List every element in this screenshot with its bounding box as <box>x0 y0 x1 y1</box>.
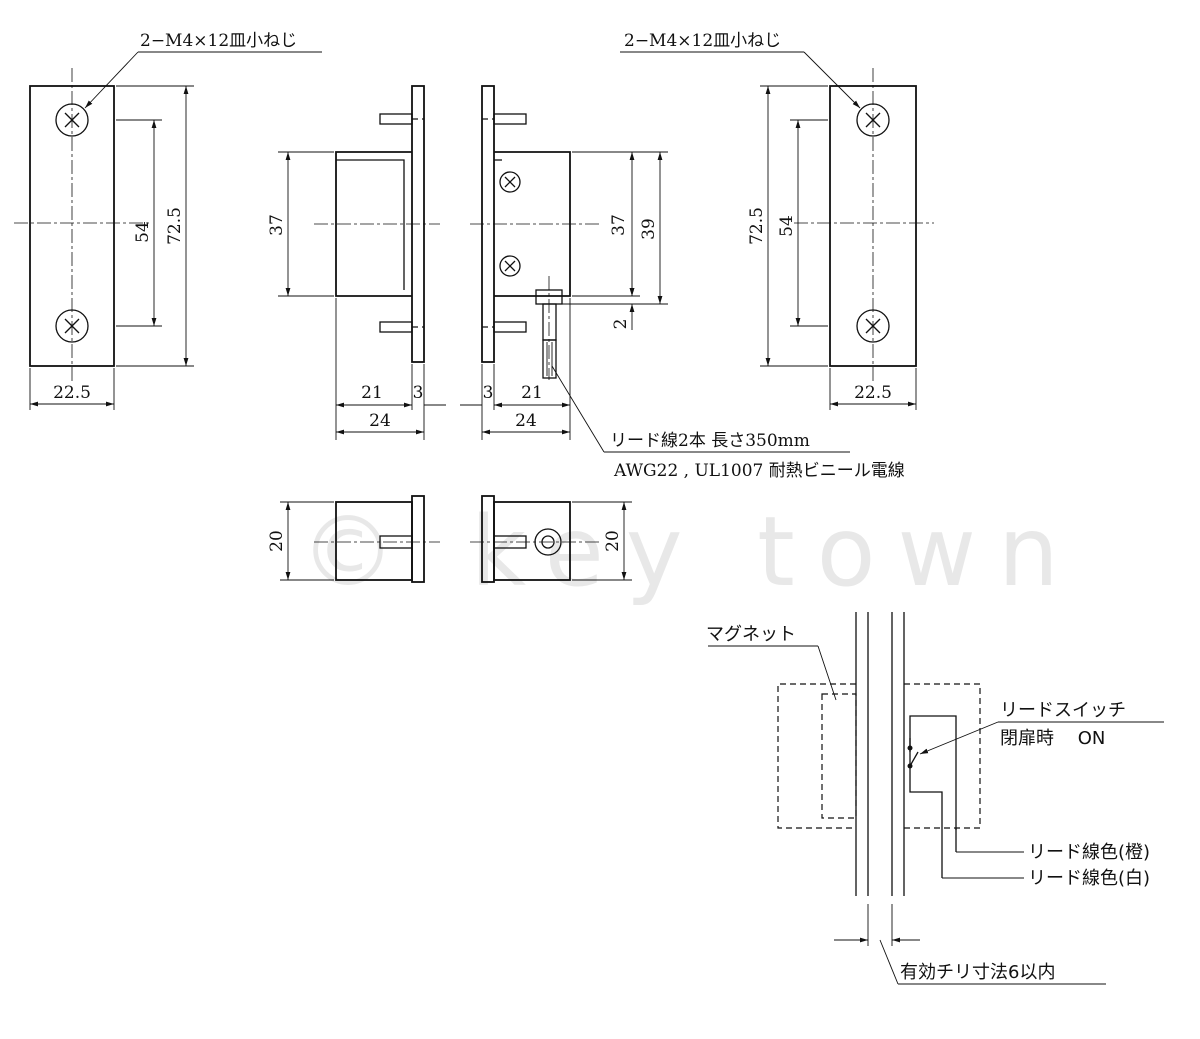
screw-icon <box>55 103 89 137</box>
watermark: © key town <box>300 496 1081 608</box>
dim-right-total-depth: 24 <box>515 411 537 431</box>
reed-switch-leader <box>919 721 1164 755</box>
left-top-dims <box>280 501 334 581</box>
lead-wire-leader <box>551 365 850 453</box>
gap-dimension <box>834 904 1106 985</box>
dim-right-body-depth: 21 <box>521 383 543 403</box>
dim-left-body-depth: 21 <box>361 383 383 403</box>
screw-icon <box>55 309 89 343</box>
lead-wire-label-1: リード線2本 長さ350mm <box>610 431 810 451</box>
dim-left-length: 72.5 <box>165 207 185 245</box>
right-top-dims <box>572 501 632 581</box>
dim-left-flange: 3 <box>413 383 424 403</box>
wire-orange-label: リード線色(橙) <box>1028 842 1150 863</box>
right-body-top-view <box>470 495 600 583</box>
dim-left-body-height: 37 <box>267 214 287 236</box>
lead-wire-label-2: AWG22 , UL1007 耐熱ビニール電線 <box>613 461 905 481</box>
right-body-side-view <box>470 85 600 380</box>
reed-switch-label-2: 閉扉時 ON <box>1000 728 1105 749</box>
wire-white-label: リード線色(白) <box>1028 868 1150 889</box>
dim-left-total-depth: 24 <box>369 411 391 431</box>
dim-right-body-height: 37 <box>609 214 629 236</box>
dim-left-width: 22.5 <box>53 383 91 403</box>
lead-wire-exit <box>535 276 563 380</box>
magnet-leader <box>708 645 837 701</box>
dim-right-flange: 3 <box>483 383 494 403</box>
dim-right-plate-pitch: 54 <box>777 215 797 237</box>
dim-right-plate-length: 72.5 <box>747 207 767 245</box>
left-screw-label: 2−M4×12皿小ねじ <box>140 31 297 51</box>
dim-right-plate-height: 39 <box>639 218 659 240</box>
dim-left-pitch: 54 <box>133 221 153 243</box>
dim-bottom-left-height: 20 <box>267 530 287 552</box>
dim-right-offset: 2 <box>611 319 631 330</box>
wire-grommet-icon <box>534 528 562 556</box>
left-body-top-view <box>314 495 440 583</box>
screw-icon <box>856 103 890 137</box>
right-screw-label: 2−M4×12皿小ねじ <box>624 31 781 51</box>
magnet-label: マグネット <box>706 624 796 645</box>
reed-switch-label-1: リードスイッチ <box>1000 700 1126 721</box>
left-mounting-plate <box>14 68 152 384</box>
dim-bottom-right-height: 20 <box>603 530 623 552</box>
right-body-dims <box>460 151 668 440</box>
right-screw-leader <box>620 51 861 109</box>
dim-right-plate-width: 22.5 <box>854 383 892 403</box>
right-plate-dims <box>760 85 917 410</box>
door-frame-schematic <box>777 612 1024 896</box>
screw-icon <box>499 171 521 193</box>
left-plate-dims <box>29 85 194 410</box>
left-screw-leader <box>84 51 322 109</box>
screw-icon <box>856 309 890 343</box>
right-mounting-plate <box>794 68 934 384</box>
gap-note-label: 有効チリ寸法6以内 <box>900 962 1055 983</box>
left-body-side-view <box>314 85 440 363</box>
left-body-dims <box>278 151 446 440</box>
screw-icon <box>499 255 521 277</box>
